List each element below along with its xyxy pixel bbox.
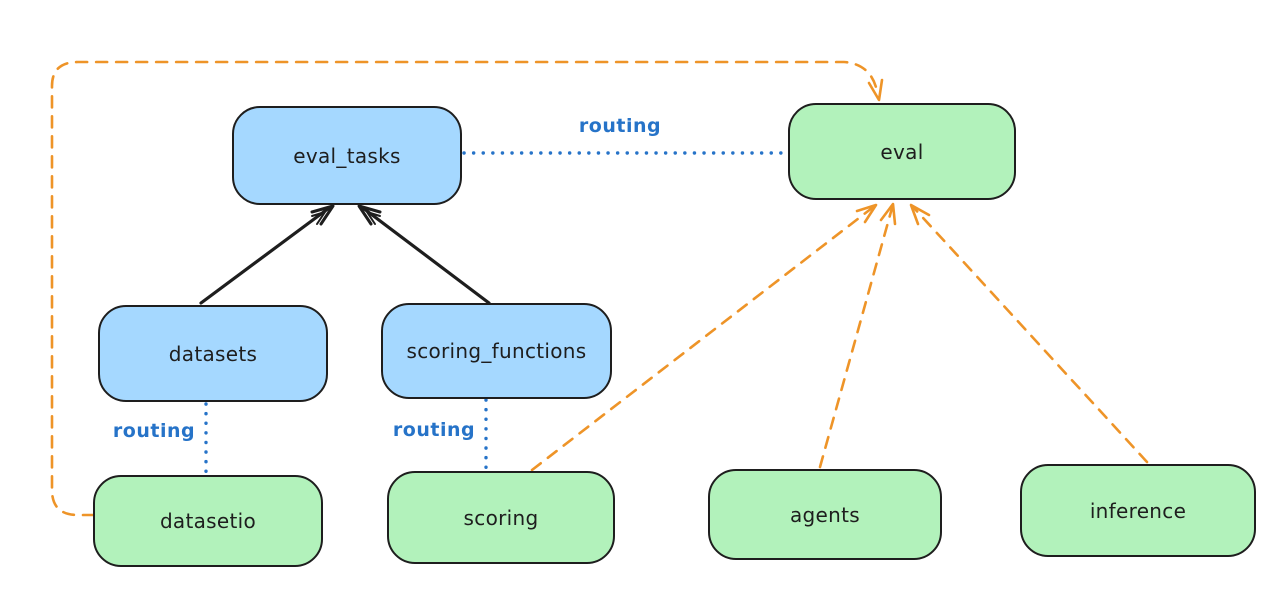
edge-line bbox=[361, 206, 491, 305]
node-inference: inference bbox=[1020, 464, 1256, 557]
node-eval: eval bbox=[788, 103, 1016, 200]
node-datasets: datasets bbox=[98, 305, 328, 402]
edge-datasets-to-eval-tasks bbox=[199, 204, 335, 305]
edge-scoring-functions-to-eval-tasks bbox=[357, 204, 491, 305]
node-eval-tasks: eval_tasks bbox=[232, 106, 462, 205]
edge-line bbox=[50, 60, 879, 517]
node-scoring: scoring bbox=[387, 471, 615, 564]
edge-agents-to-eval bbox=[818, 202, 897, 469]
node-label: datasetio bbox=[159, 509, 257, 533]
node-datasetio: datasetio bbox=[93, 475, 323, 567]
node-label: eval_tasks bbox=[293, 143, 401, 168]
arrowhead bbox=[855, 203, 878, 224]
edge-line bbox=[912, 206, 1149, 464]
node-label: datasets bbox=[168, 341, 258, 366]
edge-scoring-to-eval bbox=[530, 203, 878, 472]
node-label: agents bbox=[790, 502, 860, 527]
routing-label-eval-tasks-eval: routing bbox=[578, 115, 662, 137]
arrowhead bbox=[357, 204, 382, 226]
edge-line bbox=[818, 206, 894, 469]
node-label: scoring bbox=[463, 505, 539, 530]
arrowhead bbox=[867, 78, 884, 102]
arrowhead bbox=[909, 203, 931, 226]
arrowhead bbox=[879, 202, 897, 226]
node-label: eval bbox=[880, 139, 924, 164]
edge-datasetio-to-eval bbox=[50, 60, 884, 517]
node-label: scoring_functions bbox=[406, 339, 587, 363]
arrowhead-inner bbox=[366, 211, 381, 225]
routing-label-scoring-functions-scoring: routing bbox=[392, 419, 476, 441]
routing-label-datasets-datasetio: routing bbox=[112, 420, 196, 442]
edge-line bbox=[530, 206, 874, 472]
node-label: inference bbox=[1089, 498, 1187, 523]
edge-inference-to-eval bbox=[909, 203, 1149, 464]
arrowhead-inner bbox=[311, 211, 326, 225]
node-scoring-functions: scoring_functions bbox=[381, 303, 612, 399]
edge-line bbox=[199, 206, 331, 305]
arrowhead bbox=[310, 204, 335, 226]
node-agents: agents bbox=[708, 469, 942, 560]
